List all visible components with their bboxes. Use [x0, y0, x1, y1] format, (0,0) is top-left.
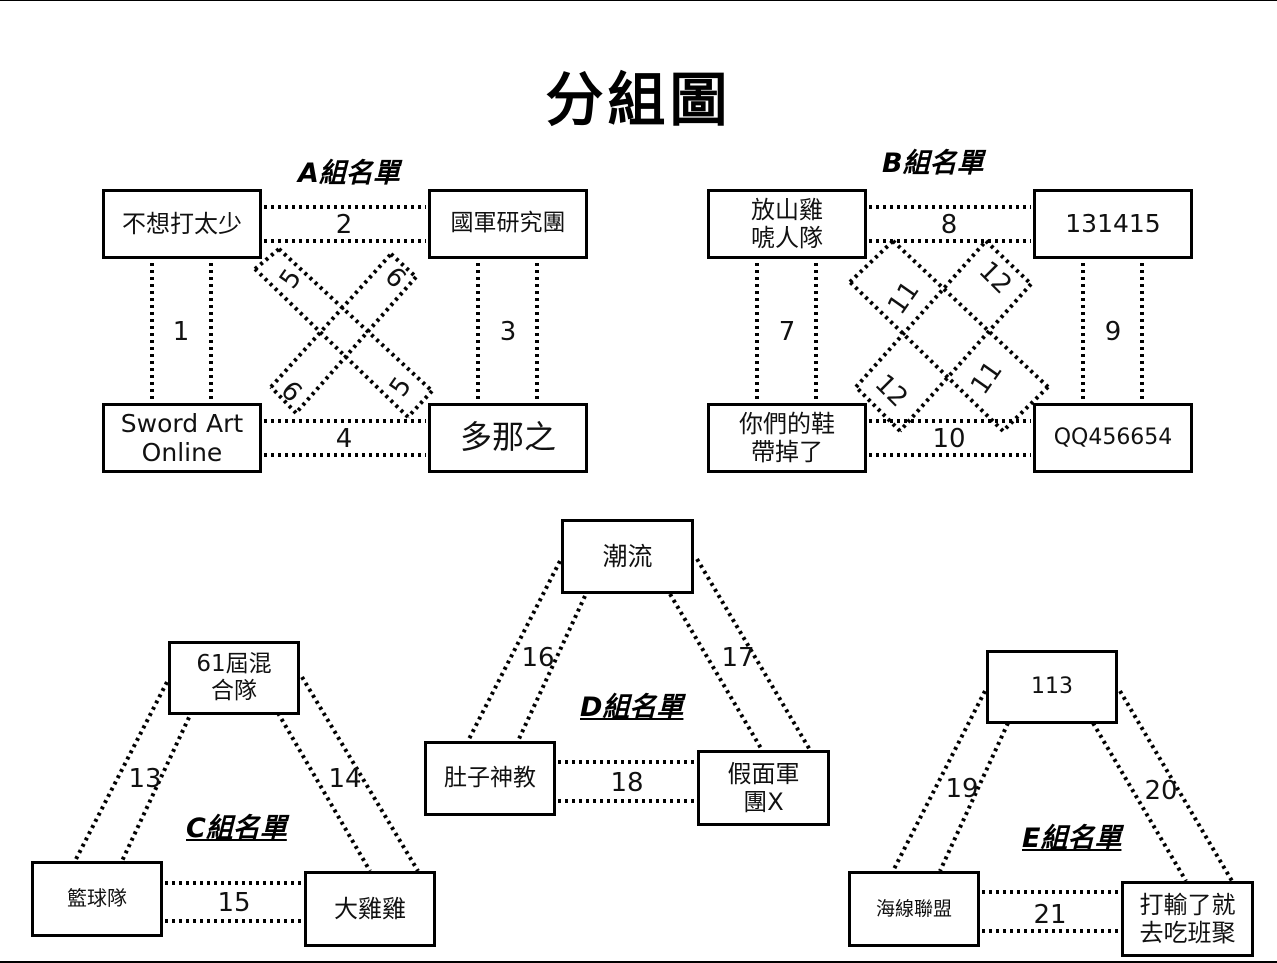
diamond-b11-edge-0: [848, 239, 895, 284]
line-c13-outer: [72, 681, 169, 864]
diamond-b11-edge-1: [891, 239, 1050, 389]
group-c-label: C組名單: [186, 813, 287, 844]
team-box-a3: Sword Art Online: [102, 403, 262, 473]
match-number-b9: 9: [1104, 317, 1122, 347]
team-box-b3: 你們的鞋 帶掉了: [707, 403, 867, 473]
match-number-d17: 17: [721, 643, 755, 673]
team-box-b2: 131415: [1033, 189, 1193, 259]
match-number-e21: 21: [1033, 900, 1067, 930]
team-box-e2: 海線聯盟: [848, 871, 980, 947]
diamond-a6-edge-0: [389, 252, 418, 279]
line-d16-outer: [466, 560, 562, 742]
team-box-a4: 多那之: [428, 403, 588, 473]
group-d-label: D組名單: [580, 692, 684, 723]
team-box-c2: 籃球隊: [31, 861, 163, 937]
line-e20-outer: [1118, 689, 1234, 883]
match-number-b7: 7: [778, 317, 796, 347]
diamond-b12-edge-2: [854, 385, 902, 433]
team-box-b1: 放山雞 唬人隊: [707, 189, 867, 259]
match-number-d16: 16: [521, 643, 555, 673]
match-number-b8: 8: [940, 210, 958, 240]
diamond-a5-edge-3: [253, 267, 410, 419]
group-a-label: A組名單: [298, 158, 400, 189]
line-e19-inner: [938, 722, 1010, 872]
line-d17-inner: [668, 592, 764, 752]
match-number-e19: 19: [945, 774, 979, 804]
team-box-e1: 113: [986, 650, 1118, 724]
page-title: 分組圖: [545, 66, 732, 134]
group-b-label: B組名單: [882, 148, 984, 179]
match-number-d18: 18: [610, 768, 644, 798]
match-number-a4: 4: [335, 424, 353, 454]
team-box-d2: 肚子神教: [424, 741, 556, 816]
line-c14-inner: [276, 711, 372, 873]
match-number-a1: 1: [172, 317, 190, 347]
match-number-a2: 2: [335, 210, 353, 240]
diamond-a6-edge-3: [269, 252, 393, 389]
team-box-d3: 假面軍 團X: [697, 750, 830, 826]
group-e-label: E組名單: [1022, 823, 1122, 854]
team-box-a1: 不想打太少: [102, 189, 262, 259]
diamond-b11-edge-3: [848, 280, 1005, 433]
diamond-b12-edge-0: [984, 239, 1033, 286]
match-number-b10: 10: [932, 424, 966, 454]
team-box-c3: 大雞雞: [304, 871, 436, 947]
team-box-a2: 國軍研究團: [428, 189, 588, 259]
match-number-c14: 14: [328, 764, 362, 794]
match-number-c13: 13: [128, 764, 162, 794]
diamond-a6-edge-1: [294, 275, 418, 415]
match-number-e20: 20: [1144, 776, 1178, 806]
team-box-d1: 潮流: [561, 519, 694, 594]
team-box-e3: 打輸了就 去吃班聚: [1121, 881, 1254, 957]
line-e19-outer: [891, 690, 987, 872]
line-e20-inner: [1091, 721, 1188, 883]
diamond-b12-edge-1: [898, 282, 1033, 433]
line-c14-outer: [300, 675, 420, 873]
diamond-a5-edge-0: [253, 247, 281, 271]
team-box-c1: 61屆混 合隊: [168, 641, 300, 715]
team-box-b4: QQ456654: [1033, 403, 1193, 473]
diamond-a5-edge-2: [406, 389, 434, 419]
match-number-a3: 3: [499, 317, 517, 347]
diamond-a6-edge-2: [269, 385, 298, 415]
line-d17-outer: [695, 557, 812, 752]
diamond-b12-edge-3: [854, 239, 988, 389]
line-d16-inner: [516, 595, 587, 742]
match-number-c15: 15: [217, 888, 251, 918]
